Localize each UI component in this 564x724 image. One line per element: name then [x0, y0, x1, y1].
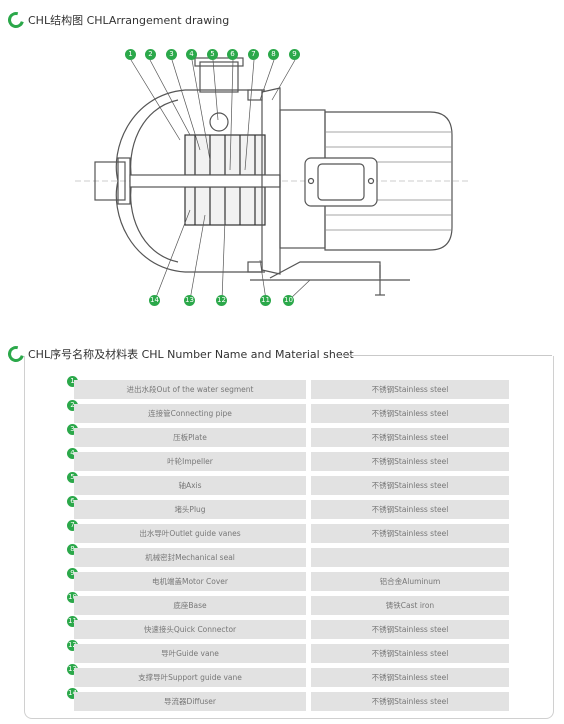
callout-leaders [130, 59, 311, 301]
callout-1: 1 [125, 49, 136, 60]
callout-13: 13 [184, 295, 195, 306]
part-material: 不锈钢Stainless steel [311, 620, 509, 639]
part-material: 不锈钢Stainless steel [311, 500, 509, 519]
part-name: 导叶Guide vane [74, 644, 306, 663]
material-table-frame [24, 356, 554, 719]
row-number: 2 [67, 400, 78, 411]
row-number: 9 [67, 568, 78, 579]
table-row: 4 叶轮Impeller 不锈钢Stainless steel [0, 448, 564, 476]
part-name: 进出水段Out of the water segment [74, 380, 306, 399]
part-material: 不锈钢Stainless steel [311, 428, 509, 447]
part-name: 轴Axis [74, 476, 306, 495]
callout-4: 4 [186, 49, 197, 60]
part-material: 不锈钢Stainless steel [311, 476, 509, 495]
callout-9: 9 [289, 49, 300, 60]
row-number: 14 [67, 688, 78, 699]
row-number: 4 [67, 448, 78, 459]
arrangement-header: CHL结构图 CHLArrangement drawing [5, 9, 230, 31]
material-title: CHL序号名称及材料表 CHL Number Name and Material… [28, 348, 354, 361]
part-material [311, 548, 509, 567]
part-material: 不锈钢Stainless steel [311, 380, 509, 399]
table-row: 5 轴Axis 不锈钢Stainless steel [0, 472, 564, 500]
row-number: 3 [67, 424, 78, 435]
row-number: 6 [67, 496, 78, 507]
callout-6: 6 [227, 49, 238, 60]
part-material: 不锈钢Stainless steel [311, 668, 509, 687]
table-row: 9 电机端盖Motor Cover 铝合金Aluminum [0, 568, 564, 596]
callout-8: 8 [268, 49, 279, 60]
row-number: 12 [67, 640, 78, 651]
row-number: 8 [67, 544, 78, 555]
table-row: 13 支撑导叶Support guide vane 不锈钢Stainless s… [0, 664, 564, 692]
part-name: 底座Base [74, 596, 306, 615]
callout-7: 7 [248, 49, 259, 60]
part-name: 出水导叶Outlet guide vanes [74, 524, 306, 543]
callout-12: 12 [216, 295, 227, 306]
row-number: 10 [67, 592, 78, 603]
header-divider [340, 355, 552, 356]
row-number: 1 [67, 376, 78, 387]
material-header: CHL序号名称及材料表 CHL Number Name and Material… [5, 343, 354, 365]
table-row: 3 压板Plate 不锈钢Stainless steel [0, 424, 564, 452]
callout-11: 11 [260, 295, 271, 306]
part-material: 不锈钢Stainless steel [311, 404, 509, 423]
part-material: 铝合金Aluminum [311, 572, 509, 591]
pump-cross-section-drawing [75, 57, 470, 296]
part-name: 连接管Connecting pipe [74, 404, 306, 423]
part-material: 不锈钢Stainless steel [311, 692, 509, 711]
part-name: 支撑导叶Support guide vane [74, 668, 306, 687]
part-material: 不锈钢Stainless steel [311, 644, 509, 663]
brand-logo-icon [5, 9, 27, 31]
table-row: 14 导流器Diffuser 不锈钢Stainless steel [0, 688, 564, 716]
table-row: 2 连接管Connecting pipe 不锈钢Stainless steel [0, 400, 564, 428]
table-row: 6 堵头Plug 不锈钢Stainless steel [0, 496, 564, 524]
row-number: 11 [67, 616, 78, 627]
callout-3: 3 [166, 49, 177, 60]
part-material: 铸铁Cast iron [311, 596, 509, 615]
table-row: 1 进出水段Out of the water segment 不锈钢Stainl… [0, 376, 564, 404]
callout-14: 14 [149, 295, 160, 306]
part-name: 堵头Plug [74, 500, 306, 519]
callout-10: 10 [283, 295, 294, 306]
part-name: 压板Plate [74, 428, 306, 447]
callout-2: 2 [145, 49, 156, 60]
row-number: 7 [67, 520, 78, 531]
table-row: 12 导叶Guide vane 不锈钢Stainless steel [0, 640, 564, 668]
table-row: 7 出水导叶Outlet guide vanes 不锈钢Stainless st… [0, 520, 564, 548]
part-material: 不锈钢Stainless steel [311, 452, 509, 471]
part-name: 叶轮Impeller [74, 452, 306, 471]
table-row: 11 快速接头Quick Connector 不锈钢Stainless stee… [0, 616, 564, 644]
table-row: 10 底座Base 铸铁Cast iron [0, 592, 564, 620]
part-name: 电机端盖Motor Cover [74, 572, 306, 591]
part-name: 导流器Diffuser [74, 692, 306, 711]
part-material: 不锈钢Stainless steel [311, 524, 509, 543]
arrangement-title: CHL结构图 CHLArrangement drawing [28, 14, 230, 27]
row-number: 13 [67, 664, 78, 675]
row-number: 5 [67, 472, 78, 483]
table-row: 8 机械密封Mechanical seal [0, 544, 564, 572]
part-name: 机械密封Mechanical seal [74, 548, 306, 567]
callout-5: 5 [207, 49, 218, 60]
part-name: 快速接头Quick Connector [74, 620, 306, 639]
